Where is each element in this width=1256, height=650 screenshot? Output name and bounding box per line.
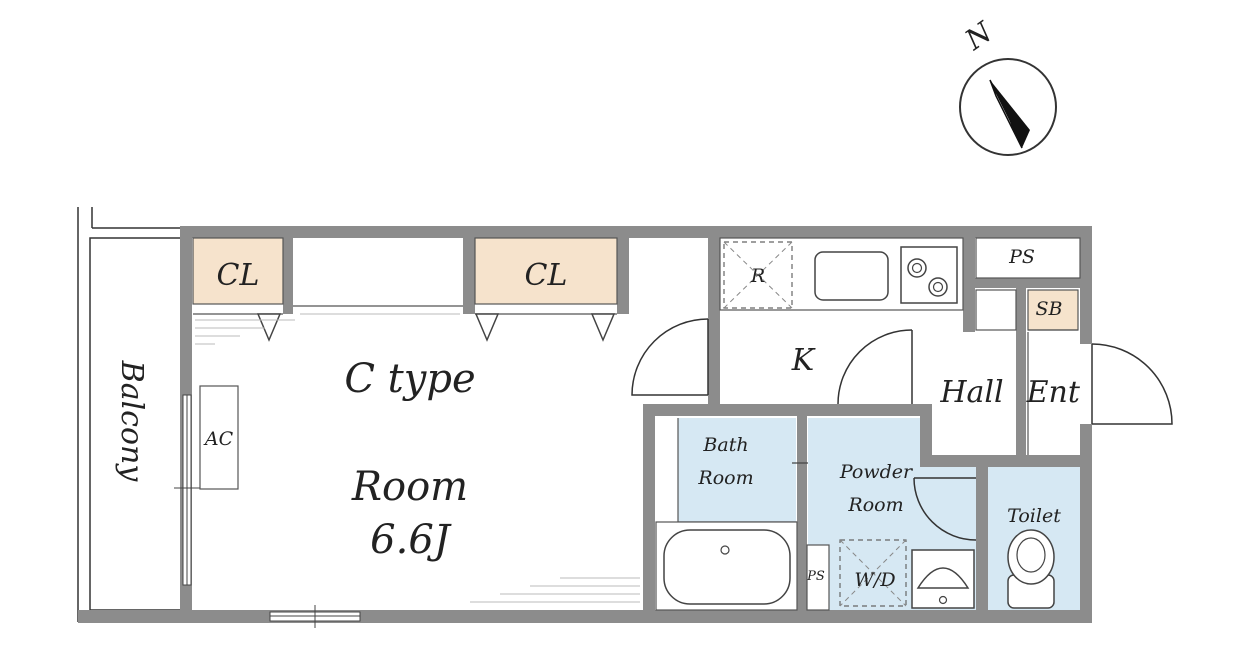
bathtub-icon	[663, 529, 791, 605]
room-name-label: Room	[351, 464, 468, 510]
kitchen: R K	[719, 237, 964, 378]
door-kitchen-hall	[837, 329, 913, 405]
kitchen-sink-icon	[814, 251, 889, 301]
aircon-unit	[199, 385, 239, 490]
aircon-label: AC	[203, 428, 234, 450]
bath-label-line1: Bath	[702, 434, 748, 456]
bath-floor	[678, 418, 796, 522]
toilet-room: Toilet	[988, 467, 1080, 610]
toilet-label: Toilet	[1007, 505, 1061, 527]
powder-room: PS W/D Powder Room	[806, 418, 977, 611]
closet-left	[192, 237, 284, 305]
wall-hall-powder	[920, 404, 932, 464]
shoe-box	[1027, 289, 1079, 331]
wall-ps-bottom	[963, 278, 1080, 288]
closet-left-label: CL	[217, 258, 260, 293]
bath-label-line2: Room	[697, 467, 753, 489]
drain-icon	[720, 545, 730, 555]
closets: CL CL	[192, 237, 618, 342]
entrance-label: Ent.	[1026, 375, 1090, 410]
closet-door-icon	[590, 313, 616, 342]
compass-needle-icon	[990, 80, 1030, 148]
wall-hall-bottom	[920, 455, 1092, 467]
door-room-kitchen	[631, 318, 709, 396]
wall-room-bath	[643, 404, 655, 610]
pipe-space-top-label: PS	[1008, 246, 1035, 268]
powder-label-line1: Powder	[839, 461, 914, 483]
powder-label-line2: Room	[847, 494, 903, 516]
compass-north-label: N	[958, 15, 999, 58]
faucet-icon	[938, 595, 948, 605]
stove-icon	[900, 246, 958, 304]
room-size-label: 6.6J	[370, 517, 452, 563]
wall-powder-toilet	[976, 455, 988, 610]
compass: N	[958, 15, 1057, 156]
balcony: Balcony	[77, 207, 183, 622]
plan-type-label: C type	[344, 356, 475, 402]
pipe-space-small-label: PS	[806, 569, 825, 584]
wall-kitchen-bath	[643, 404, 931, 416]
wall-cl-left	[283, 238, 293, 314]
wall-top	[180, 226, 1092, 238]
closet-right	[474, 237, 618, 305]
window-bottom	[269, 605, 361, 628]
window-left	[174, 394, 200, 586]
hall-label: Hall	[939, 375, 1003, 410]
wall-right	[1080, 226, 1092, 623]
washer-dryer-label: W/D	[854, 569, 895, 591]
wall-cl-right	[617, 238, 629, 314]
entrance-door	[1080, 343, 1173, 425]
compass-needle-light-icon	[989, 79, 1023, 149]
washer-dryer-space	[839, 539, 907, 607]
closet-door-icon	[256, 313, 282, 342]
kitchen-label: K	[791, 343, 816, 378]
pipe-space-top	[975, 237, 1081, 279]
closet-door-icon	[474, 313, 500, 342]
floor-hatch	[195, 313, 640, 603]
washbasin-bowl-icon	[916, 567, 970, 589]
wall-hall-ent	[1016, 288, 1026, 455]
wall-room-kitchen	[708, 238, 720, 406]
wall-bottom	[78, 610, 1092, 623]
refrigerator-label: R	[750, 265, 765, 287]
balcony-label: Balcony	[114, 360, 149, 483]
shoe-box-label: SB	[1036, 298, 1063, 320]
wall-cl-mid	[463, 238, 475, 314]
storage-box	[975, 289, 1017, 331]
closet-right-label: CL	[525, 258, 568, 293]
pipe-space-small	[806, 544, 830, 611]
bath-room: Bath Room	[655, 418, 812, 611]
wall-bath-powder	[797, 416, 807, 610]
